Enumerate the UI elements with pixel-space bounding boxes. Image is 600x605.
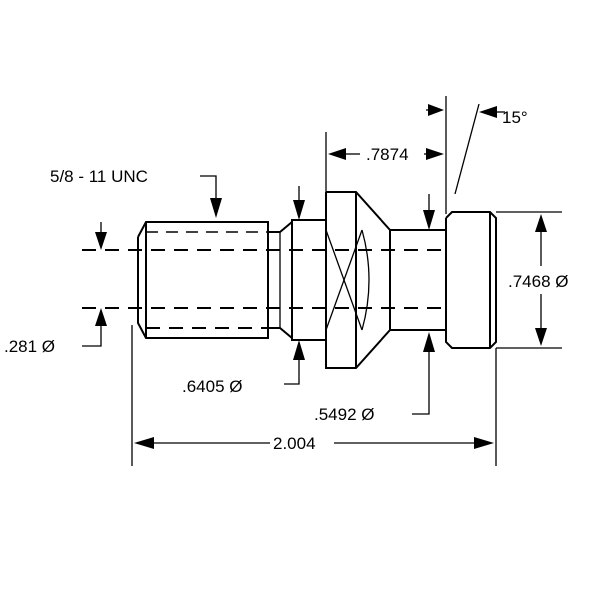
neck-dia-dimension: .6405 Ø xyxy=(182,186,305,396)
angle-dimension: 15° xyxy=(426,104,528,127)
neck-dia-arrow-lower xyxy=(293,340,305,360)
minor-dia-label: .281 Ø xyxy=(4,337,55,356)
overall-length-label: 2.004 xyxy=(273,434,316,453)
neck-dia-label: .6405 Ø xyxy=(182,377,243,396)
thread-arrow xyxy=(210,198,222,218)
angle-arrow-left xyxy=(428,104,444,116)
flange-section xyxy=(325,191,391,369)
overall-length-arrow-right xyxy=(474,437,494,449)
hidden-lines xyxy=(82,231,450,329)
collar-section xyxy=(291,219,327,341)
head-dia-dimension: .7468 Ø xyxy=(508,214,569,346)
overall-length-arrow-left xyxy=(134,437,154,449)
thread-callout: 5/8 - 11 UNC xyxy=(50,167,222,218)
groove-dia-arrow-upper xyxy=(423,210,435,230)
minor-dia-dimension: .281 Ø xyxy=(4,222,107,356)
minor-dia-arrow-lower xyxy=(95,308,107,326)
thread-leader xyxy=(200,175,217,200)
head-dia-label: .7468 Ø xyxy=(508,272,569,291)
groove-section xyxy=(389,229,447,331)
thread-section xyxy=(137,221,269,339)
thread-label: 5/8 - 11 UNC xyxy=(50,167,148,186)
groove-dia-dimension: .5492 Ø xyxy=(314,194,435,424)
groove-dia-arrow-lower xyxy=(423,332,435,352)
angle-label: 15° xyxy=(502,108,528,127)
flange-width-arrow-right xyxy=(426,148,444,160)
neck-dia-arrow-upper xyxy=(293,200,305,220)
head-dia-arrow-lower xyxy=(535,328,547,346)
groove-dia-leader xyxy=(412,352,430,415)
groove-dia-label: .5492 Ø xyxy=(314,405,375,424)
minor-dia-arrow-upper xyxy=(95,232,107,250)
flange-width-dimension: .7874 xyxy=(328,145,444,164)
part-outline xyxy=(137,191,497,369)
neck-dia-leader xyxy=(284,360,300,385)
flange-width-label: .7874 xyxy=(366,145,409,164)
head-section xyxy=(445,211,497,349)
head-dia-arrow-upper xyxy=(535,214,547,232)
flange-cross-2 xyxy=(325,229,363,331)
overall-length-dimension: 2.004 xyxy=(134,434,494,453)
angle-arrow-right xyxy=(479,106,497,118)
flange-width-arrow-left xyxy=(328,148,346,160)
flange-curve xyxy=(361,229,370,331)
minor-dia-leader xyxy=(82,326,102,347)
ext-angle xyxy=(454,103,480,195)
extension-lines xyxy=(131,96,562,466)
